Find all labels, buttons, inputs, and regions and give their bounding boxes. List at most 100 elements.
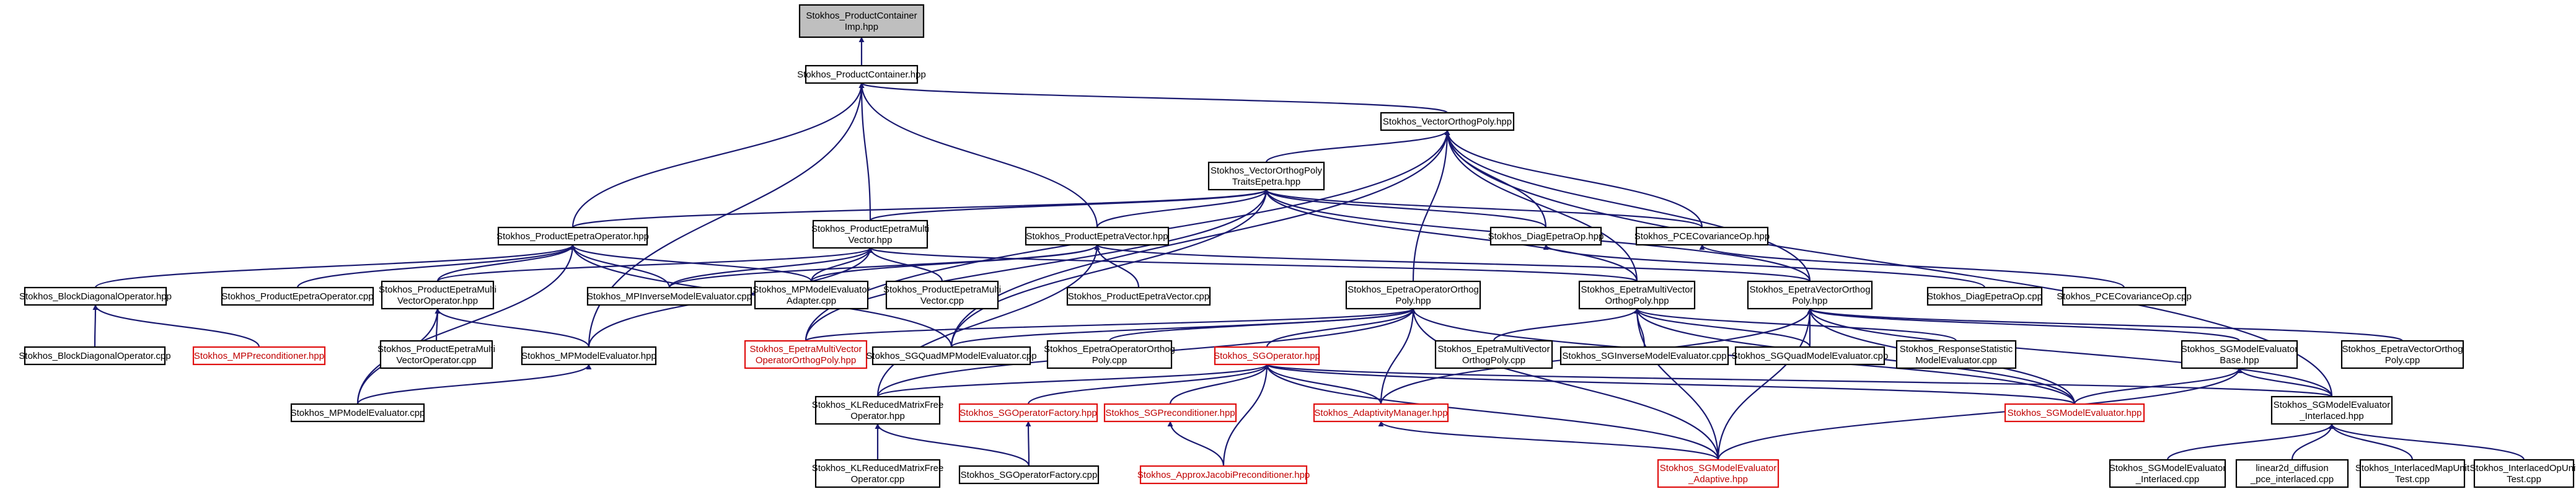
edge-peo-to-pc <box>571 82 865 228</box>
node-label: Stokhos_ResponseStatistic <box>1900 344 2013 355</box>
edge-emvop-to-vop <box>1444 130 1638 282</box>
node-label: VectorOperator.cpp <box>396 355 476 366</box>
node-sgqme[interactable]: Stokhos_SGQuadModelEvaluator.cpp <box>1732 346 1889 366</box>
node-sgmei[interactable]: Stokhos_SGModelEvaluator_Interlaced.hpp <box>2270 395 2393 425</box>
edge-l2d-to-sgmei <box>2291 423 2335 460</box>
node-bdocpp[interactable]: Stokhos_BlockDiagonalOperator.cpp <box>19 346 171 366</box>
node-label: Vector.cpp <box>920 296 964 306</box>
edge-ajp-to-sgpre <box>1167 421 1225 467</box>
node-vop[interactable]: Stokhos_VectorOrthogPoly.hpp <box>1380 112 1515 131</box>
edge-rsme-to-emvop <box>1634 307 1957 342</box>
node-label: Stokhos_ProductEpetraVector.cpp <box>1068 291 1209 302</box>
edge-vopte-to-vop <box>1265 130 1450 163</box>
node-pc[interactable]: Stokhos_ProductContainer.hpp <box>797 64 926 84</box>
node-label: Stokhos_PCECovarianceOp.cpp <box>2057 291 2192 302</box>
edge-klrmfo-to-sgop <box>876 363 1270 398</box>
node-peocpp[interactable]: Stokhos_ProductEpetraOperator.cpp <box>221 286 374 306</box>
edge-sgmea-to-am <box>1378 421 1719 460</box>
edge-sgmea-to-sgop <box>1264 364 1719 460</box>
node-sgme[interactable]: Stokhos_SGModelEvaluator.hpp <box>2004 403 2145 423</box>
node-label: Stokhos_SGModelEvaluator <box>2109 463 2226 474</box>
node-sgqmpme[interactable]: Stokhos_SGQuadMPModelEvaluator.cpp <box>866 346 1037 366</box>
node-pev[interactable]: Stokhos_ProductEpetraVector.hpp <box>1025 226 1170 246</box>
edge-pcecocpp-to-pceco <box>1699 244 2125 288</box>
node-label: Operator.cpp <box>851 474 905 485</box>
edge-deo-to-vopte <box>1263 189 1547 228</box>
node-mpmecpp[interactable]: Stokhos_MPModelEvaluator.cpp <box>291 403 425 423</box>
node-sgof[interactable]: Stokhos_SGOperatorFactory.hpp <box>958 403 1098 423</box>
node-box <box>2004 403 2145 423</box>
edge-sgmeb-to-evop <box>1807 307 2241 342</box>
node-sgpre[interactable]: Stokhos_SGPreconditioner.hpp <box>1103 403 1237 423</box>
node-label: Stokhos_DiagEpetraOp.hpp <box>1488 231 1604 242</box>
node-bdo[interactable]: Stokhos_BlockDiagonalOperator.hpp <box>19 286 172 306</box>
node-box <box>2473 459 2575 488</box>
node-mpme[interactable]: Stokhos_MPModelEvaluator.hpp <box>521 346 657 366</box>
node-mpp[interactable]: Stokhos_MPPreconditioner.hpp <box>192 346 326 366</box>
edge-mpmecpp-to-mpme <box>356 364 592 405</box>
node-box <box>1926 286 2043 306</box>
edge-emvop-to-pemv <box>867 247 1638 283</box>
node-mpime[interactable]: Stokhos_MPInverseModelEvaluator.cpp <box>586 286 752 306</box>
node-box <box>1103 403 1237 423</box>
node-sgmeicpp[interactable]: Stokhos_SGModelEvaluator_Interlaced.cpp <box>2109 459 2226 488</box>
edge-sgofcpp-to-sgof <box>1025 421 1031 467</box>
node-label: Stokhos_ProductEpetraVector.hpp <box>1026 231 1168 242</box>
node-label: Stokhos_SGOperatorFactory.cpp <box>961 470 1098 480</box>
node-sgofcpp[interactable]: Stokhos_SGOperatorFactory.cpp <box>958 465 1100 485</box>
edge-sgqmpme-to-vopte <box>950 189 1269 348</box>
node-label: Adapter.cpp <box>787 296 836 306</box>
node-sgmea[interactable]: Stokhos_SGModelEvaluator_Adaptive.hpp <box>1657 459 1780 488</box>
node-label: Stokhos_SGPreconditioner.hpp <box>1105 408 1235 418</box>
edge-evop-to-pev <box>1094 244 1811 283</box>
node-label: Base.hpp <box>2220 355 2259 366</box>
node-pemvocpp[interactable]: Stokhos_ProductEpetraMultiVectorOperator… <box>377 340 495 369</box>
node-box <box>958 403 1098 423</box>
node-peo[interactable]: Stokhos_ProductEpetraOperator.hpp <box>496 226 649 246</box>
node-label: Test.cpp <box>2507 474 2541 485</box>
node-deo[interactable]: Stokhos_DiagEpetraOp.hpp <box>1488 226 1604 246</box>
node-label: Poly.cpp <box>1092 355 1127 366</box>
node-deocpp[interactable]: Stokhos_DiagEpetraOp.cpp <box>1926 286 2043 306</box>
node-label: Stokhos_MPModelEvaluator.hpp <box>521 351 656 361</box>
node-ajp[interactable]: Stokhos_ApproxJacobiPreconditioner.hpp <box>1137 465 1310 485</box>
node-pemvo[interactable]: Stokhos_ProductEpetraMultiVectorOperator… <box>379 280 496 310</box>
node-label: Stokhos_ProductEpetraMulti <box>377 344 495 355</box>
node-label: Test.cpp <box>2395 474 2430 485</box>
edge-pevcpp-to-pev <box>1094 244 1140 288</box>
node-pevcpp[interactable]: Stokhos_ProductEpetraVector.cpp <box>1066 286 1211 306</box>
edge-sgmeicpp-to-sgmei <box>2166 423 2335 460</box>
node-rsme[interactable]: Stokhos_ResponseStatisticModelEvaluator.… <box>1895 340 2017 369</box>
edge-deocpp-to-deo <box>1543 244 1986 288</box>
node-label: _Interlaced.cpp <box>2135 474 2200 485</box>
node-emvoop[interactable]: Stokhos_EpetraMultiVectorOperatorOrthogP… <box>744 340 868 369</box>
node-sgime[interactable]: Stokhos_SGInverseModelEvaluator.cpp <box>1559 346 1729 366</box>
node-l2d[interactable]: linear2d_diffusion_pce_interlaced.cpp <box>2235 459 2349 488</box>
node-pcecocpp[interactable]: Stokhos_PCECovarianceOp.cpp <box>2057 286 2192 306</box>
node-label: Vector.hpp <box>849 235 893 245</box>
node-label: Stokhos_VectorOrthogPoly <box>1211 165 1323 176</box>
node-label: Stokhos_SGQuadModelEvaluator.cpp <box>1732 351 1889 361</box>
node-sgop[interactable]: Stokhos_SGOperator.hpp <box>1214 346 1320 366</box>
node-label: TraitsEpetra.hpp <box>1232 177 1300 187</box>
node-pceco[interactable]: Stokhos_PCECovarianceOp.hpp <box>1634 226 1770 246</box>
node-am[interactable]: Stokhos_AdaptivityManager.hpp <box>1313 403 1449 423</box>
edge-pceco-to-vopte <box>1263 188 1703 229</box>
node-label: Stokhos_ProductEpetraOperator.hpp <box>496 231 649 242</box>
